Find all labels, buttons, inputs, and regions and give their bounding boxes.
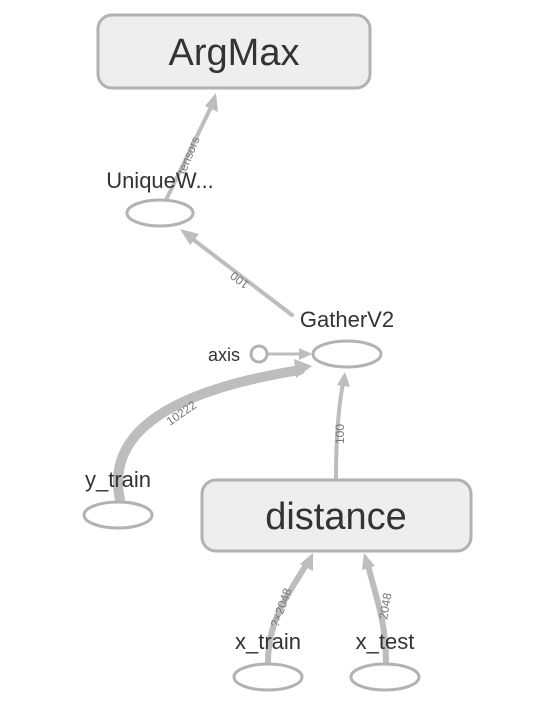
argmax-label: ArgMax [169,32,300,74]
edge-unique-to-argmax[interactable] [164,93,218,202]
edge-label-xtest: 2048 [376,591,394,620]
axis-label: axis [208,345,240,365]
x-test-node[interactable] [349,662,421,692]
edge-label-gather-unique: 100 [227,268,252,291]
x-train-label: x_train [235,629,301,654]
argmax-node[interactable]: ArgMax [96,13,372,90]
edge-ytrain-to-gather[interactable] [113,359,312,505]
x-test-label: x_test [356,629,415,654]
edge-gather-to-unique[interactable] [180,229,294,317]
x-train-node[interactable] [232,662,304,692]
distance-node[interactable]: distance [200,478,473,553]
gather-label: GatherV2 [300,307,394,332]
edge-label-distance-gather: 100 [333,424,347,444]
axis-node[interactable] [249,344,269,364]
edge-label-xtrain: ?×2048 [268,586,295,629]
distance-label: distance [265,496,407,538]
edge-xtest-to-distance[interactable] [362,553,389,665]
edge-axis-to-gather[interactable] [266,348,312,360]
unique-label: UniqueW... [106,168,214,193]
gather-node[interactable] [311,339,383,369]
unique-node[interactable] [125,198,195,228]
y-train-label: y_train [85,467,151,492]
edge-distance-to-gather[interactable] [334,372,350,480]
y-train-node[interactable] [82,500,154,530]
edge-xtrain-to-distance[interactable] [265,553,313,665]
